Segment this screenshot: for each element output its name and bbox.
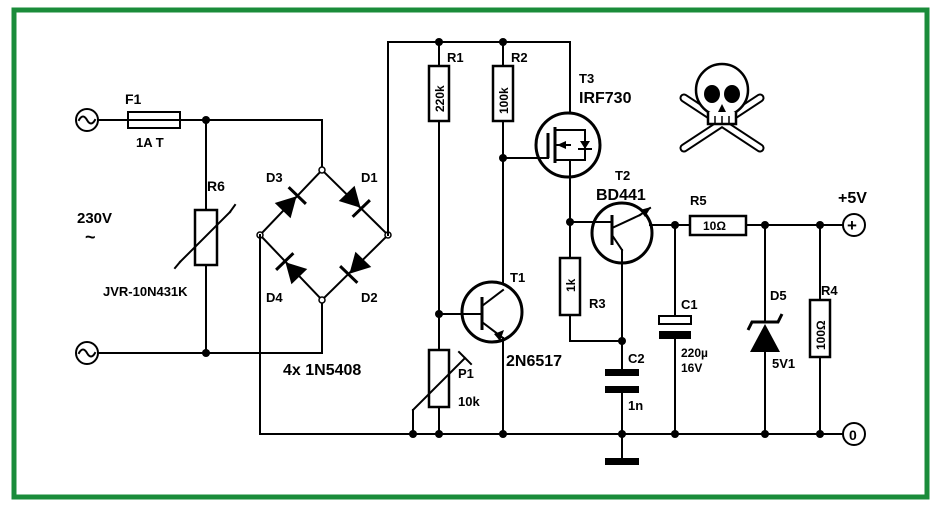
- r1-label: R1: [447, 50, 464, 65]
- ac-source-icon: [75, 108, 99, 132]
- r3-label: R3: [589, 296, 606, 311]
- diode-d3: [274, 186, 307, 219]
- p1-value: 10k: [458, 394, 480, 409]
- output-voltage-label: +5V: [838, 190, 867, 207]
- d1-label: D1: [361, 170, 378, 185]
- plus-terminal-symbol: +: [847, 216, 857, 235]
- zener-d5: D5 5V1: [746, 221, 795, 438]
- skull-crossbones-icon: [679, 62, 765, 153]
- rail-wiring: [259, 38, 843, 435]
- fuse-f1: F1 1A T: [125, 91, 181, 150]
- diode-d2: [339, 251, 372, 284]
- c1-label: C1: [681, 297, 698, 312]
- t2-type: BD441: [596, 187, 646, 204]
- diode-type-label: 4x 1N5408: [283, 362, 361, 379]
- f1-label: F1: [125, 91, 142, 107]
- resistor-r3: 1k R3: [558, 256, 623, 342]
- input-wiring: [97, 116, 323, 357]
- t2-label: T2: [615, 168, 630, 183]
- capacitor-c2: C2 1n: [605, 261, 645, 465]
- varistor-r6: R6 JVR-10N431K: [103, 178, 237, 299]
- r6-value: JVR-10N431K: [103, 284, 188, 299]
- r2-value: 100k: [497, 87, 511, 114]
- d5-label: D5: [770, 288, 787, 303]
- p1-label: P1: [458, 366, 474, 381]
- transistor-t1: T1 2N6517: [438, 270, 562, 435]
- diagram-border: [11, 7, 930, 500]
- resistor-r4: 100Ω R4: [808, 221, 838, 438]
- diode-d1: [338, 185, 371, 218]
- f1-value: 1A T: [136, 135, 164, 150]
- capacitor-c1: C1 220µ 16V: [658, 221, 708, 438]
- potentiometer-p1: P1 10k: [409, 313, 507, 438]
- c1-value: 220µ: [681, 346, 708, 360]
- output-plus-terminal-icon: + +5V: [838, 190, 867, 237]
- d3-label: D3: [266, 170, 283, 185]
- transistor-t2: T2 BD441: [566, 168, 691, 316]
- output-ground-terminal-icon: 0: [842, 422, 866, 446]
- t3-type: IRF730: [579, 90, 632, 107]
- r1-value: 220k: [433, 85, 447, 112]
- r4-label: R4: [821, 283, 838, 298]
- r4-value: 100Ω: [814, 320, 828, 350]
- diode-d4: [275, 252, 308, 285]
- c2-value: 1n: [628, 398, 643, 413]
- resistor-r2: 100k R2: [491, 41, 528, 291]
- t1-label: T1: [510, 270, 525, 285]
- t3-label: T3: [579, 71, 594, 86]
- c1-voltage: 16V: [681, 361, 702, 375]
- r2-label: R2: [511, 50, 528, 65]
- ac-source-icon: [75, 341, 99, 365]
- resistor-r5: 10Ω R5: [688, 193, 843, 237]
- bridge-rectifier: D3 D1 D4 D2 4x 1N5408: [256, 166, 392, 379]
- mosfet-t3: T3 IRF730: [502, 41, 632, 223]
- ground-terminal-symbol: 0: [849, 427, 857, 443]
- r5-value: 10Ω: [703, 219, 726, 233]
- resistor-r1: 220k R1: [427, 41, 464, 351]
- r6-label: R6: [207, 178, 225, 194]
- d4-label: D4: [266, 290, 283, 305]
- r3-value: 1k: [564, 278, 578, 292]
- c2-label: C2: [628, 351, 645, 366]
- d5-value: 5V1: [772, 356, 795, 371]
- r5-label: R5: [690, 193, 707, 208]
- d2-label: D2: [361, 290, 378, 305]
- mains-voltage-label: 230V: [77, 210, 112, 227]
- mains-ac-symbol: ~: [85, 227, 96, 247]
- t1-type: 2N6517: [506, 353, 562, 370]
